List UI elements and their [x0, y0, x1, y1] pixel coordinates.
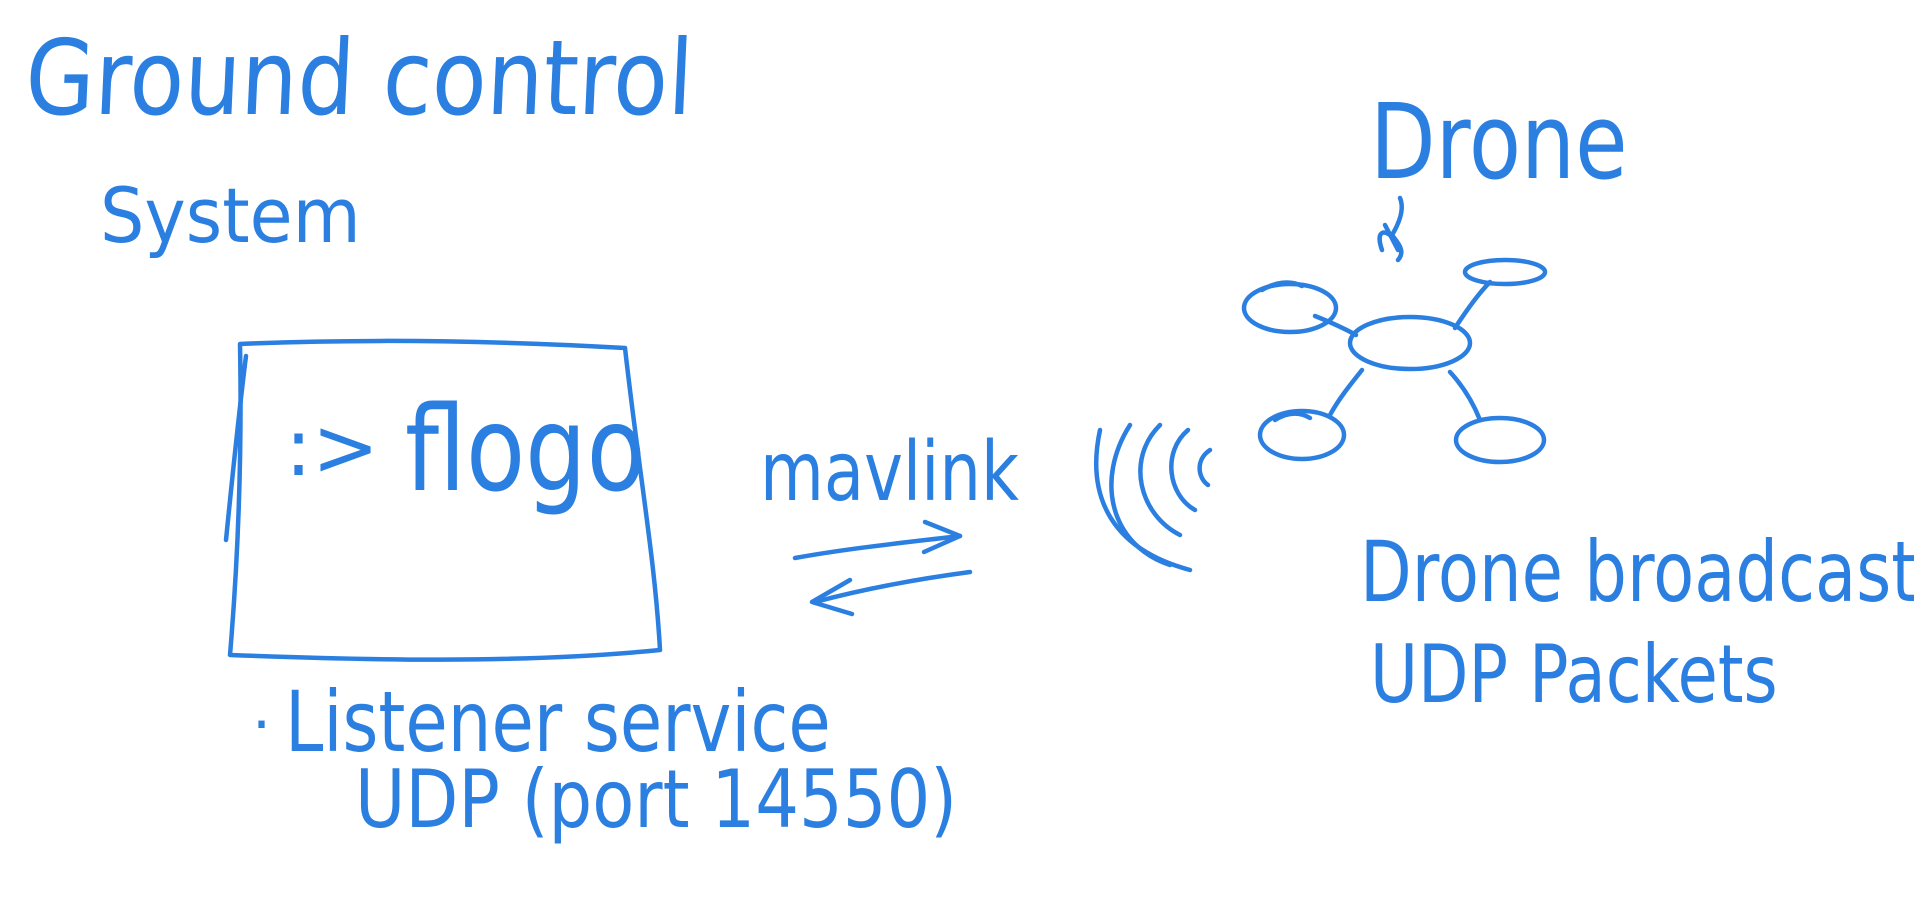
listener-service-line1: Listener service [285, 673, 831, 771]
arrow-to-ground-head [809, 577, 855, 617]
ground-control-title-line1: Ground control [22, 17, 696, 139]
terminal-prompt: :> [285, 401, 379, 494]
ground-control-title-line2: System [100, 171, 361, 260]
drone-broadcast-line2: UDP Packets [1370, 628, 1778, 721]
listener-bullet: · [252, 690, 272, 760]
protocol-label-mavlink: mavlink [760, 425, 1019, 520]
arrow-to-ground [812, 569, 973, 605]
drone-broadcast-line1: Drone broadcasts [1360, 523, 1914, 621]
arrow-to-drone [792, 533, 963, 561]
quadcopter-drone-icon [1241, 195, 1548, 465]
listener-service-line2: UDP (port 14550) [355, 753, 958, 846]
flogo-terminal-box [227, 338, 663, 662]
box-left-stroke [223, 353, 249, 543]
drone-label: Drone [1370, 81, 1628, 203]
flogo-app-name: flogo [405, 380, 646, 518]
arrow-to-drone-head [921, 519, 963, 555]
signal-waves-icon [1094, 422, 1213, 573]
